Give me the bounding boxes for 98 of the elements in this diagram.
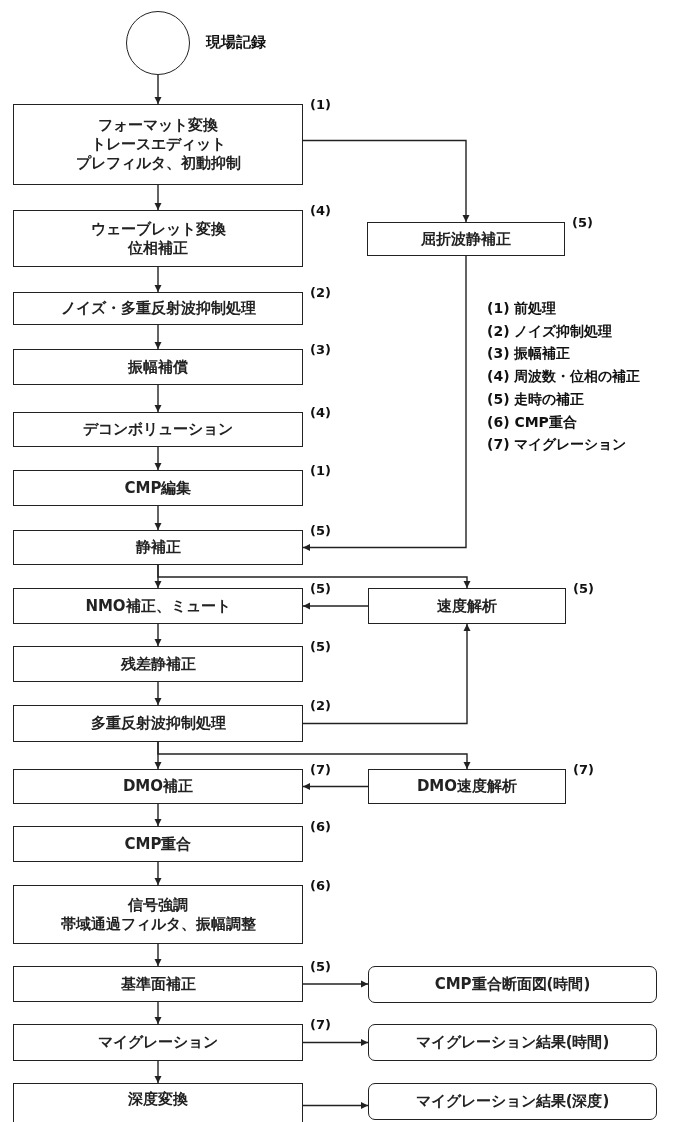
step-number: (6) [310,878,331,893]
box-text: 深度変換 [128,1090,188,1109]
box-text: ウェーブレット変換 [90,219,226,239]
legend-text: (5) 走時の補正 [487,389,585,408]
process-box [13,530,303,565]
caption-text: 現場記録 [206,33,266,52]
process-box [367,222,565,256]
arrow [154,384,162,413]
arrow [302,1102,369,1109]
process-box [13,1083,303,1122]
arrow [302,980,369,988]
process-box [13,349,303,385]
step-number: (7) [573,762,594,777]
process-box [13,588,303,624]
process-box [13,885,303,944]
legend-text: (7) マイグレーション [487,435,627,454]
box-text: 振幅補償 [128,357,188,377]
box-text: 屈折波静補正 [421,229,511,249]
arrow [302,623,471,725]
arrow [302,255,467,551]
arrow [157,564,471,589]
box-text: 位相補正 [128,238,188,258]
legend-text: (6) CMP重合 [487,412,577,431]
arrow [154,861,162,886]
box-text: 速度解析 [437,596,497,616]
arrow [154,943,162,967]
box-text: 基準面補正 [120,974,196,994]
arrow [302,1039,369,1046]
output-box [368,966,657,1003]
step-number: (7) [310,1017,331,1032]
process-box [13,104,303,185]
output-box [368,1024,657,1061]
box-text: マイグレーション [98,1033,218,1052]
process-box [368,588,566,624]
step-number: (4) [310,203,331,218]
arrow [154,266,162,293]
box-text: フォーマット変換 [98,116,218,135]
process-box [13,1024,303,1061]
box-text: CMP編集 [124,478,192,498]
arrow [154,324,162,350]
process-box [13,292,303,325]
step-number: (2) [310,698,331,713]
step-number: (4) [310,405,331,420]
process-box [13,705,303,742]
arrow [154,1001,162,1025]
box-text: 残差静補正 [120,654,196,674]
box-text: NMO補正、ミュート [85,596,231,616]
arrow [154,74,162,105]
box-text: マイグレーション結果(深度) [415,1092,610,1111]
box-text: 静補正 [135,538,181,557]
step-number: (7) [310,762,331,777]
arrow [302,139,470,223]
arrow [154,505,162,531]
process-box [13,646,303,682]
legend-text: (4) 周波数・位相の補正 [487,367,641,386]
box-text: 帯域通過フィルタ、振幅調整 [60,914,256,934]
box-text: プレフィルタ、初動抑制 [75,154,241,173]
step-number: (3) [310,342,331,357]
box-text: マイグレーション結果(時間) [415,1033,610,1052]
legend-text: (2) ノイズ抑制処理 [487,321,613,340]
arrow [154,681,162,706]
step-number: (5) [310,959,331,974]
process-box [13,966,303,1002]
step-number: (1) [310,97,331,112]
step-number: (5) [310,639,331,654]
process-box [13,826,303,862]
process-box [13,470,303,506]
box-text: CMP重合 [124,834,192,854]
arrow [154,184,162,211]
box-text: 信号強調 [128,895,188,915]
legend-text: (3) 振幅補正 [487,344,571,363]
box-text: 多重反射波抑制処理 [90,714,226,733]
step-number: (5) [310,581,331,596]
box-text: DMO速度解析 [416,777,518,796]
box-text: DMO補正 [122,777,194,796]
step-number: (5) [572,215,593,230]
box-text: CMP重合断面図(時間) [434,975,591,994]
legend-text: (1) 前処理 [487,299,557,317]
step-number: (5) [573,581,594,596]
step-number: (6) [310,819,331,834]
arrow [302,602,369,610]
step-number: (1) [310,463,331,478]
box-text: ノイズ・多重反射波抑制処理 [60,299,256,318]
box-text: デコンボリューション [83,420,233,439]
arrow [157,741,471,770]
step-number: (2) [310,285,331,300]
process-box [368,769,566,804]
output-box [368,1083,657,1120]
step-number: (5) [310,523,331,538]
process-box [13,769,303,804]
arrow [154,623,162,647]
arrow [154,446,162,471]
process-box [13,210,303,267]
arrow [154,1060,162,1084]
arrow [154,803,162,827]
arrow [302,783,369,790]
box-text: トレースエディット [90,135,226,154]
process-box [13,412,303,447]
